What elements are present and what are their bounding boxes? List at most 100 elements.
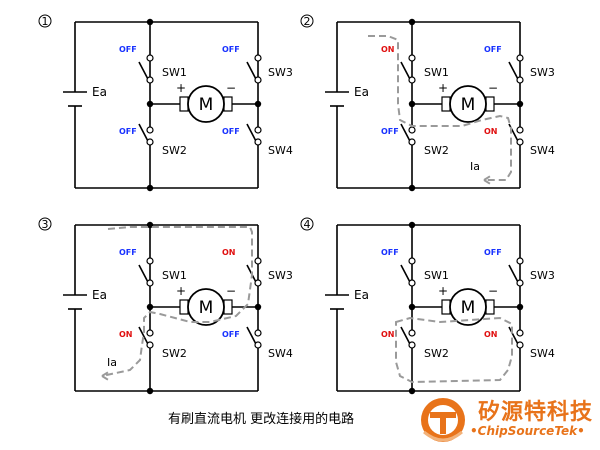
panel-number: 4 [304, 218, 311, 231]
sw1-label: SW1 [424, 269, 449, 282]
sw2-label: SW2 [162, 144, 187, 157]
panel-number-circle [300, 217, 314, 231]
brand-name-cn: 矽源特科技 [478, 400, 594, 425]
sw1-terminal-top [146, 257, 154, 265]
junction-dot [146, 18, 154, 26]
current-path-2 [101, 226, 253, 377]
junction-dot [408, 221, 416, 229]
panel-number-circle [38, 14, 52, 28]
junction-dot [516, 100, 524, 108]
panel-number: 2 [304, 15, 311, 28]
motor-plus: + [438, 81, 448, 95]
junction-dot [146, 221, 154, 229]
sw4-terminal-top [516, 126, 524, 134]
sw2-state: OFF [119, 127, 137, 136]
motor-plus: + [176, 81, 186, 95]
sw3-state: OFF [484, 248, 502, 257]
junction-dot [146, 100, 154, 108]
current-label: Ia [107, 356, 117, 369]
sw1-state: OFF [119, 45, 137, 54]
sw2-terminal-top [146, 329, 154, 337]
motor-symbol [449, 288, 487, 326]
motor-label: M [461, 298, 476, 318]
sw4-state: ON [484, 330, 498, 339]
sw2-state: OFF [381, 127, 399, 136]
motor-brush-left [179, 299, 189, 315]
sw3-terminal-bottom [254, 279, 262, 287]
sw4-terminal-bottom [254, 341, 262, 349]
sw3-state: OFF [484, 45, 502, 54]
junction-dot [408, 387, 416, 395]
junction-dot [146, 387, 154, 395]
brand-name-en: •ChipSourceTek• [470, 424, 585, 438]
sw4-state: OFF [222, 127, 240, 136]
motor-brush-left [441, 96, 451, 112]
sw2-terminal-top [408, 329, 416, 337]
panel-number-circle [38, 217, 52, 231]
sw4-terminal-top [254, 126, 262, 134]
motor-label: M [199, 95, 214, 115]
current-path-arrow [101, 370, 111, 382]
sw4-state: ON [484, 127, 498, 136]
sw4-label: SW4 [268, 144, 293, 157]
junction-dot [254, 303, 262, 311]
sw4-terminal-bottom [254, 138, 262, 146]
motor-brush-left [441, 299, 451, 315]
motor-symbol [449, 85, 487, 123]
junction-dot [516, 303, 524, 311]
source-label: Ea [92, 85, 107, 99]
motor-symbol [187, 85, 225, 123]
sw2-terminal-bottom [408, 341, 416, 349]
sw1-label: SW1 [424, 66, 449, 79]
sw2-label: SW2 [424, 144, 449, 157]
source-label: Ea [354, 288, 369, 302]
motor-symbol [187, 288, 225, 326]
motor-minus: − [226, 284, 236, 298]
junction-dot [146, 184, 154, 192]
sw3-terminal-top [516, 54, 524, 62]
sw1-label: SW1 [162, 269, 187, 282]
panel-number: 1 [42, 15, 49, 28]
source-label: Ea [354, 85, 369, 99]
sw1-terminal-top [146, 54, 154, 62]
sw1-terminal-top [408, 257, 416, 265]
sw4-terminal-top [516, 329, 524, 337]
motor-brush-right [223, 299, 233, 315]
motor-label: M [461, 95, 476, 115]
sw3-terminal-bottom [516, 279, 524, 287]
sw3-terminal-bottom [254, 76, 262, 84]
sw2-terminal-bottom [408, 138, 416, 146]
panel-number-circle [300, 14, 314, 28]
sw2-label: SW2 [162, 347, 187, 360]
motor-minus: − [488, 284, 498, 298]
sw3-label: SW3 [530, 269, 555, 282]
sw2-terminal-top [408, 126, 416, 134]
sw1-label: SW1 [162, 66, 187, 79]
motor-plus: + [176, 284, 186, 298]
junction-dot [254, 100, 262, 108]
sw4-label: SW4 [268, 347, 293, 360]
motor-minus: − [226, 81, 236, 95]
sw4-terminal-bottom [516, 138, 524, 146]
junction-dot [408, 100, 416, 108]
sw1-state: OFF [381, 248, 399, 257]
sw2-terminal-top [146, 126, 154, 134]
sw3-label: SW3 [530, 66, 555, 79]
junction-dot [408, 184, 416, 192]
motor-brush-right [485, 96, 495, 112]
motor-brush-right [223, 96, 233, 112]
sw4-state: OFF [222, 330, 240, 339]
junction-dot [146, 303, 154, 311]
sw2-terminal-bottom [146, 138, 154, 146]
motor-label: M [199, 298, 214, 318]
current-path-1 [368, 35, 512, 181]
sw3-label: SW3 [268, 269, 293, 282]
sw4-terminal-top [254, 329, 262, 337]
junction-dot [408, 303, 416, 311]
sw1-state: ON [381, 45, 395, 54]
sw3-terminal-top [254, 257, 262, 265]
